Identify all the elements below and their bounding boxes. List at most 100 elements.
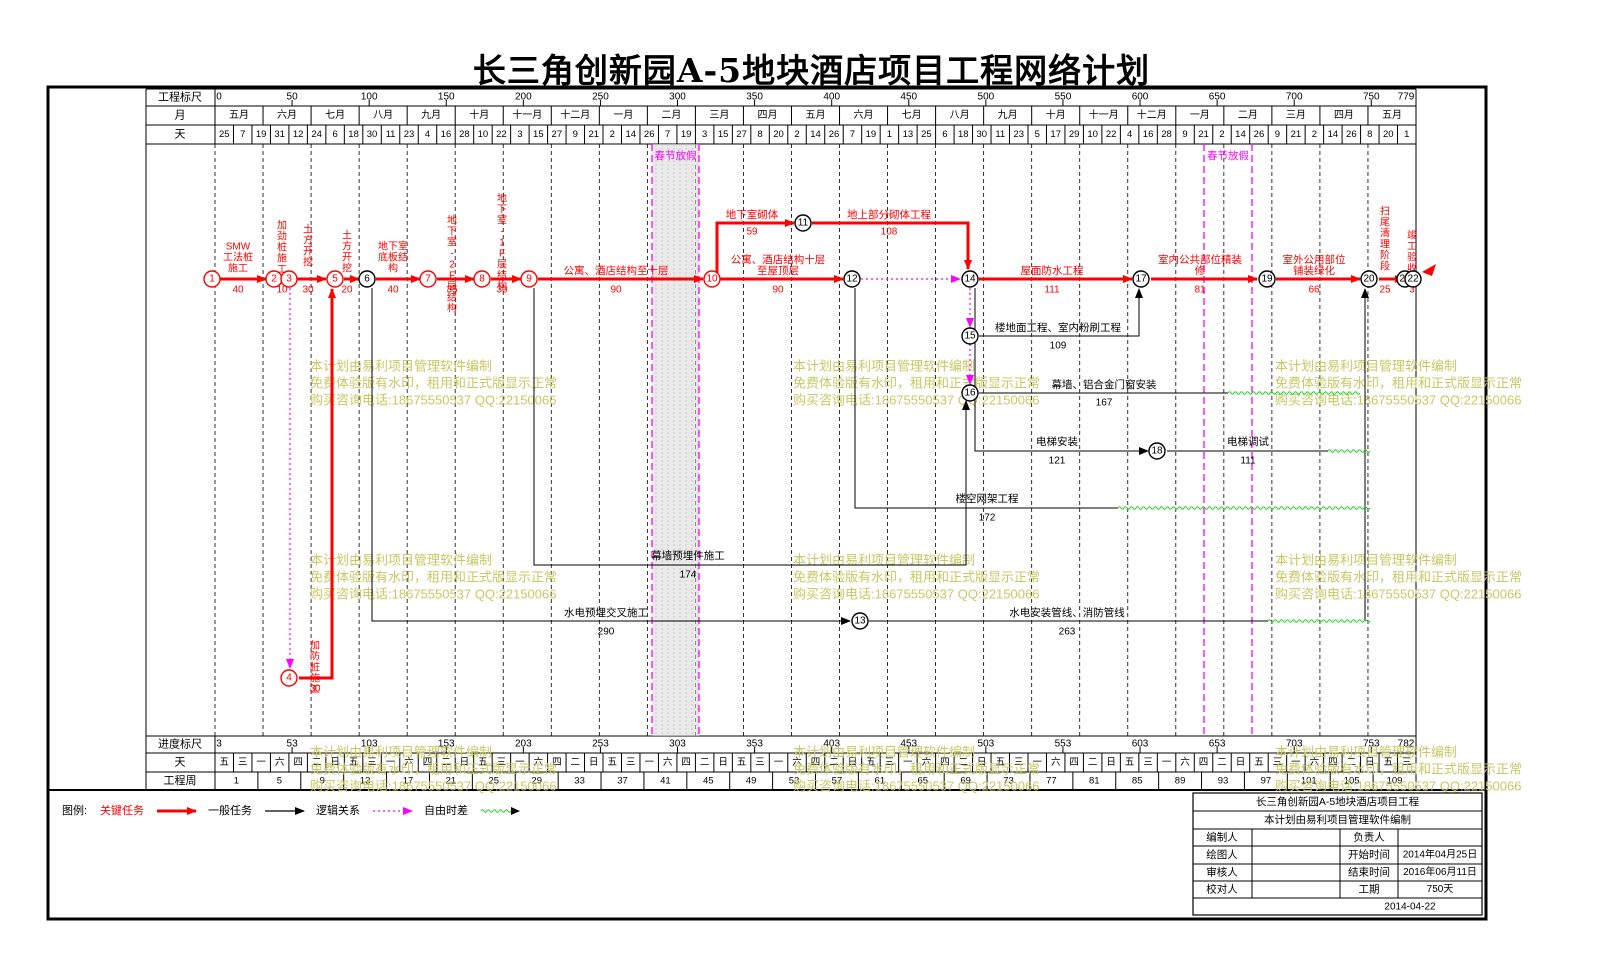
task-name-label: 地 — [497, 192, 507, 205]
day-cell: 17 — [1050, 129, 1061, 140]
node-number: 15 — [964, 331, 976, 342]
node-8 — [473, 270, 491, 288]
weekday-cell: 六 — [922, 756, 932, 768]
task-duration-label: 10 — [276, 285, 288, 296]
free-float-wave — [1267, 619, 1371, 623]
node-number: 11 — [798, 218, 809, 229]
task-name-label: 方 — [342, 240, 352, 253]
node-number: 22 — [1407, 274, 1419, 285]
title-block-field-value: 750天 — [1427, 884, 1454, 895]
task-name-label: 桩 — [277, 241, 287, 254]
month-cell: 四月 — [1334, 109, 1354, 121]
weekday-cell: 一 — [903, 757, 913, 768]
progress-tick-label: 782 — [1398, 739, 1415, 750]
task-name-label: 至屋顶层 — [757, 265, 799, 277]
node-9 — [520, 270, 538, 288]
task-duration-label: 25 — [1379, 285, 1391, 296]
day-cell: 5 — [1035, 129, 1040, 140]
watermark-text: 免费体验版有水印，租用和正式版显示正常 — [793, 570, 1040, 585]
node-6 — [358, 270, 376, 288]
weekday-cell: 五 — [737, 757, 747, 768]
title-block-field-label: 校对人 — [1206, 883, 1238, 896]
week-cell: 29 — [531, 776, 542, 787]
day-cell: 22 — [1106, 129, 1117, 140]
weekday-cell: 三 — [238, 757, 248, 768]
task-name-label: 挖 — [303, 256, 313, 269]
watermark-text: 免费体验版有水印，租用和正式版显示正常 — [310, 376, 557, 391]
task-duration-label: 20 — [341, 285, 353, 296]
day-cell: 29 — [1069, 129, 1080, 140]
day-cell: 18 — [958, 129, 969, 140]
watermark-text: 购买咨询电话:18675550537 QQ:22150066 — [793, 393, 1039, 408]
task-duration-label: 174 — [680, 570, 697, 581]
task-name-label: 修 — [1195, 264, 1206, 277]
weekday-cell: 二 — [312, 757, 322, 768]
watermark-text: 本计划由易利项目管理软件编制 — [310, 359, 492, 374]
day-cell: 12 — [293, 129, 304, 140]
weekday-cell: 二 — [1088, 757, 1098, 768]
node-15 — [961, 327, 979, 345]
day-cell: 7 — [665, 129, 670, 140]
week-cell: 105 — [1344, 776, 1360, 787]
weekday-cell: 日 — [330, 757, 340, 768]
weekday-cell: 日 — [1106, 757, 1116, 768]
task-name-label: 楼地面工程、室内粉刷工程 — [995, 321, 1121, 334]
task-name-label: 结 — [497, 269, 507, 282]
month-cell: 五月 — [806, 109, 826, 121]
weekday-cell: 日 — [718, 757, 728, 768]
week-cell: 97 — [1261, 776, 1272, 787]
weekday-cell: 五 — [478, 757, 488, 768]
weekday-cell: 一 — [386, 757, 396, 768]
task-name-label: 施 — [310, 672, 320, 685]
scale-tick-label: 0 — [216, 92, 222, 103]
watermark-text: 本计划由易利项目管理软件编制 — [310, 553, 492, 568]
weekday-cell: 一 — [515, 757, 525, 768]
day-cell: 9 — [1182, 129, 1187, 140]
weekday-cell: 日 — [460, 757, 470, 768]
week-cell: 13 — [360, 776, 371, 787]
month-cell: 九月 — [998, 109, 1018, 121]
node-number: 6 — [364, 274, 370, 285]
day-cell: 9 — [1275, 129, 1280, 140]
weekday-cell: 三 — [1143, 757, 1153, 768]
task-name-label: 段 — [1380, 260, 1390, 273]
scale-tick-label: 700 — [1286, 92, 1303, 103]
scale-tick-label: 600 — [1132, 92, 1149, 103]
watermark-text: 免费体验版有水印，租用和正式版显示正常 — [793, 376, 1040, 391]
weekday-cell: 三 — [626, 757, 636, 768]
weekday-cell: 二 — [1217, 757, 1227, 768]
watermark-text: 购买咨询电话:18675550537 QQ:22150066 — [1275, 587, 1521, 602]
week-cell: 33 — [574, 776, 585, 787]
weekday-cell: 四 — [423, 757, 433, 768]
scale-tick-label: 200 — [515, 92, 532, 103]
free-float-wave — [1327, 449, 1371, 453]
task-name-label: F — [449, 271, 455, 282]
scale-tick-label: 150 — [438, 92, 455, 103]
task-name-label: 构 — [388, 262, 398, 275]
day-cell: 16 — [1143, 129, 1154, 140]
scale-tick-label: 450 — [900, 92, 917, 103]
task-duration-label: 121 — [1049, 456, 1066, 467]
scale-tick-label: 550 — [1055, 92, 1072, 103]
node-number: 16 — [964, 388, 976, 399]
task-name-label: 下 — [497, 205, 507, 216]
month-cell: 七月 — [902, 109, 922, 121]
week-cell: 9 — [320, 776, 325, 787]
weekday-cell: 五 — [349, 757, 359, 768]
node-number: 17 — [1135, 274, 1147, 285]
day-cell: 2 — [610, 129, 615, 140]
day-cell: 30 — [977, 129, 988, 140]
weekday-cell: 日 — [977, 757, 987, 768]
weekday-cell: 五 — [1384, 757, 1394, 768]
day-cell: 31 — [274, 129, 285, 140]
week-cell: 73 — [1003, 776, 1014, 787]
task-name-label: 阶 — [1380, 249, 1390, 262]
week-cell: 77 — [1046, 776, 1057, 787]
task-name-label: 防 — [310, 650, 320, 663]
weekday-cell: 日 — [589, 757, 599, 768]
task-duration-label: 59 — [746, 227, 758, 238]
node-14 — [961, 270, 979, 288]
task-name-label: 竣 — [1407, 229, 1417, 242]
weekday-cell: 三 — [367, 757, 377, 768]
weekday-cell: 四 — [552, 757, 562, 768]
